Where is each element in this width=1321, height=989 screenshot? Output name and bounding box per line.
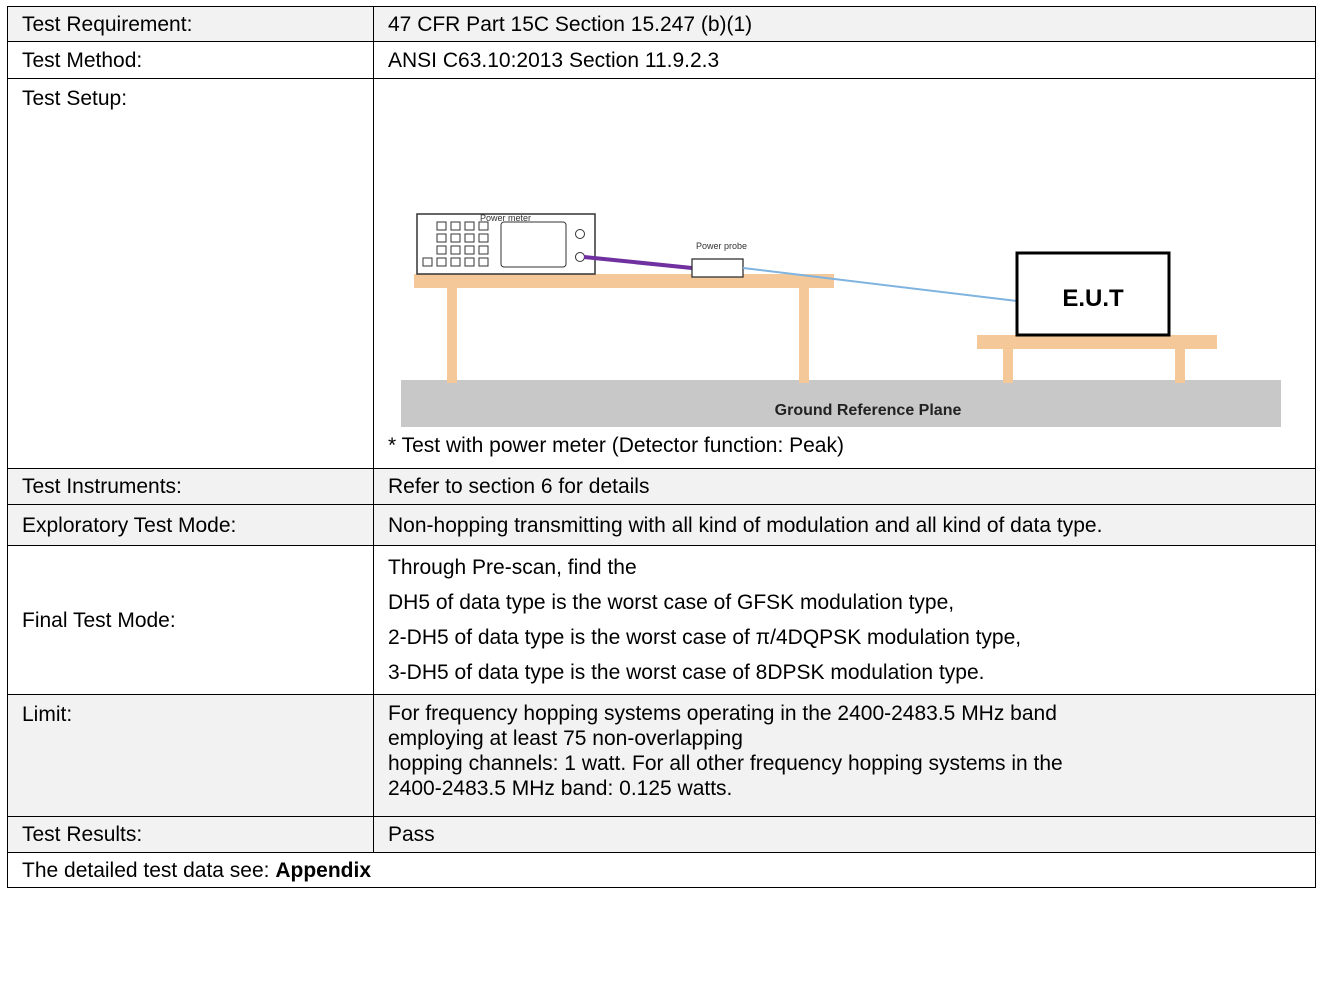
limit-line: hopping channels: 1 watt. For all other … [388,752,1063,775]
probe-eut-cable [742,267,1018,302]
eut-box [1015,251,1171,337]
test-report-sheet: Test Requirement: 47 CFR Part 15C Sectio… [7,6,1316,989]
power-meter-label: Power meter [480,213,531,223]
row-limit: Limit: For frequency hopping systems ope… [7,694,1316,817]
row-test-requirement: Test Requirement: 47 CFR Part 15C Sectio… [7,6,1316,42]
meter-probe-cable [583,255,693,270]
test-spec-table: Test Requirement: 47 CFR Part 15C Sectio… [7,6,1316,888]
left-table-leg-1 [447,288,457,383]
footer-cell: The detailed test data see: Appendix [7,852,1316,888]
exploratory-mode-label: Exploratory Test Mode: [7,504,374,546]
limit-line: 2400-2483.5 MHz band: 0.125 watts. [388,777,733,800]
row-exploratory-mode: Exploratory Test Mode: Non-hopping trans… [7,504,1316,546]
final-mode-line: 3-DH5 of data type is the worst case of … [388,661,985,684]
final-test-mode-value: Through Pre-scan, find the DH5 of data t… [373,545,1316,695]
test-instruments-label: Test Instruments: [7,468,374,505]
final-mode-line: Through Pre-scan, find the [388,556,637,579]
ground-plane [401,380,1281,428]
row-test-instruments: Test Instruments: Refer to section 6 for… [7,468,1316,505]
test-results-value: Pass [373,816,1316,853]
footer-prefix: The detailed test data see: [22,858,276,882]
setup-note: * Test with power meter (Detector functi… [388,434,844,457]
test-method-value: ANSI C63.10:2013 Section 11.9.2.3 [373,41,1316,79]
row-final-test-mode: Final Test Mode: Through Pre-scan, find … [7,545,1316,695]
test-setup-cell: Power meter Power probe E.U.T Ground Ref… [373,78,1316,469]
test-setup-diagram: Power meter Power probe E.U.T Ground Ref… [374,79,1284,428]
power-probe [691,258,744,278]
row-test-results: Test Results: Pass [7,816,1316,853]
eut-label: E.U.T [1062,285,1124,312]
power-meter [416,213,596,275]
exploratory-mode-value: Non-hopping transmitting with all kind o… [373,504,1316,546]
test-setup-label: Test Setup: [7,78,374,469]
limit-line: employing at least 75 non-overlapping [388,727,743,750]
final-mode-line: DH5 of data type is the worst case of GF… [388,591,955,614]
row-test-setup: Test Setup: [7,78,1316,469]
left-table-top [414,274,834,288]
right-table-leg-2 [1175,349,1185,383]
test-requirement-label: Test Requirement: [7,6,374,42]
limit-value: For frequency hopping systems operating … [373,694,1316,817]
limit-line: For frequency hopping systems operating … [388,702,1057,725]
test-requirement-value: 47 CFR Part 15C Section 15.247 (b)(1) [373,6,1316,42]
test-results-label: Test Results: [7,816,374,853]
right-table-leg-1 [1003,349,1013,383]
final-test-mode-label: Final Test Mode: [7,545,374,695]
power-probe-label: Power probe [696,241,747,251]
left-table-leg-2 [799,288,809,383]
ground-plane-label: Ground Reference Plane [775,402,962,419]
row-footer: The detailed test data see: Appendix [7,852,1316,888]
row-test-method: Test Method: ANSI C63.10:2013 Section 11… [7,41,1316,79]
test-method-label: Test Method: [7,41,374,79]
limit-label: Limit: [7,694,374,817]
final-mode-line: 2-DH5 of data type is the worst case of … [388,626,1022,649]
setup-diagram-svg: Power meter Power probe E.U.T Ground Ref… [401,213,1281,428]
footer-appendix: Appendix [275,858,372,882]
right-table-top [977,335,1217,349]
test-instruments-value: Refer to section 6 for details [373,468,1316,505]
